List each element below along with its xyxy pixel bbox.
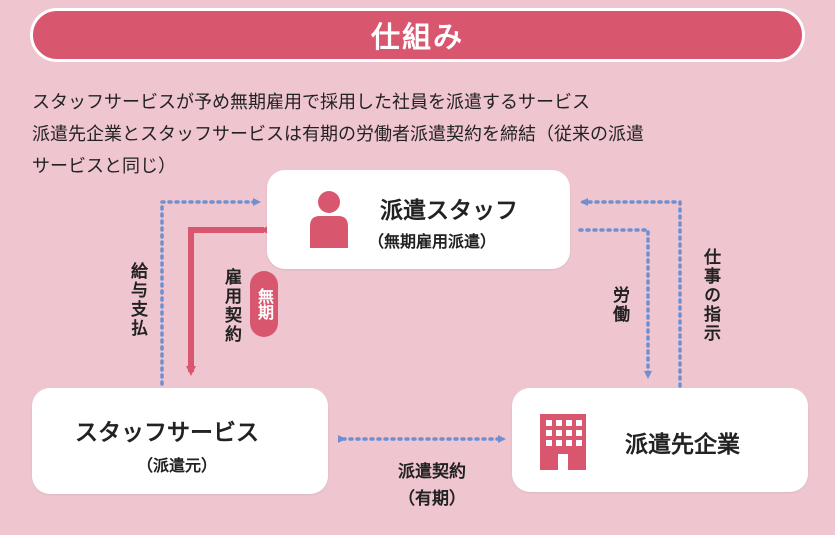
salary-arrow [160,198,261,386]
agency-subtitle: （派遣元） [137,456,218,475]
person-icon [310,191,348,248]
labor-label: 労働 [609,286,629,324]
dispatch-contract-label: 派遣契約 [398,462,466,482]
client-title: 派遣先企業 [625,432,740,458]
agency-title: スタッフサービス [75,420,259,446]
staff-node: 派遣スタッフ （無期雇用派遣） [267,170,570,269]
staff-title: 派遣スタッフ [380,198,518,224]
building-icon [540,414,586,470]
description-line-3: サービスと同じ） [32,156,176,177]
description-line-2: 派遣先企業とスタッフサービスは有期の労働者派遣契約を締結（従来の派遣 [32,124,644,145]
title-banner: 仕組み [30,8,805,62]
work-instruction-arrow [580,198,682,388]
labor-arrow [578,228,652,379]
description-line-1: スタッフサービスが予め無期雇用で採用した社員を派遣するサービス [32,92,590,113]
agency-node: スタッフサービス （派遣元） [32,388,328,494]
client-node: 派遣先企業 [512,388,808,492]
work-instruction-label: 仕事の指示 [700,248,720,343]
page-title: 仕組み [370,20,464,54]
staff-subtitle: （無期雇用派遣） [368,232,497,251]
indefinite-badge: 無期 [250,271,278,337]
employment-contract-arrow [186,225,270,376]
employment-contract-label: 雇用契約 [221,268,241,344]
salary-label: 給与支払 [127,262,147,338]
fixed-term-label: （有期） [398,489,466,509]
